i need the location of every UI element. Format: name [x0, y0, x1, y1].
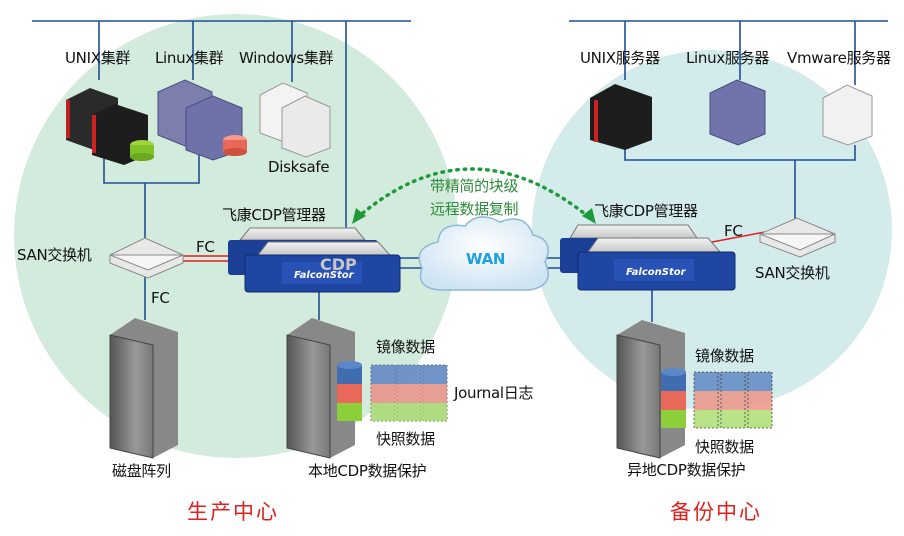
backup-san-switch-icon — [759, 217, 836, 258]
appliance-brand-text-left: FalconStor — [294, 270, 355, 281]
production-cdp-manager-label: 飞康CDP管理器 — [222, 206, 326, 224]
unix-cluster-icon — [66, 88, 154, 165]
production-fc-link — [183, 255, 232, 262]
replication-arrow — [355, 167, 592, 220]
disk-array-rack-icon — [109, 318, 178, 459]
backup-cdp-manager-label: 飞康CDP管理器 — [594, 202, 698, 220]
unix-server-label: UNIX服务器 — [580, 49, 660, 67]
remote-snapshot-label: 快照数据 — [695, 438, 754, 456]
arrowhead-left-icon — [352, 208, 366, 224]
replication-label-line2: 远程数据复制 — [430, 200, 519, 218]
local-snapshot-label: 快照数据 — [376, 430, 435, 448]
local-mirror-label: 镜像数据 — [376, 338, 435, 356]
linux-cluster-icon — [157, 79, 247, 161]
replication-label-line1: 带精简的块级 — [430, 177, 519, 195]
journal-label: Journal日志 — [454, 384, 534, 402]
local-protection-label: 本地CDP数据保护 — [308, 462, 427, 480]
production-cdp-appliance-icon — [228, 227, 401, 293]
windows-cluster-disksafe-icon — [259, 82, 331, 158]
production-site-title: 生产中心 — [187, 500, 279, 524]
disk-array-label: 磁盘阵列 — [112, 462, 171, 480]
disksafe-label: Disksafe — [268, 158, 330, 176]
backup-site-title: 备份中心 — [670, 500, 762, 524]
arrowhead-right-icon — [582, 208, 596, 224]
windows-cluster-label: Windows集群 — [239, 49, 334, 67]
backup-fc-label: FC — [724, 222, 743, 240]
linux-server-icon — [709, 79, 766, 146]
production-fc-label-2: FC — [151, 289, 170, 307]
vmware-server-icon — [822, 84, 873, 146]
local-data-cylinders-icon — [337, 361, 448, 422]
remote-protection-label: 异地CDP数据保护 — [627, 461, 746, 479]
remote-mirror-label: 镜像数据 — [695, 347, 754, 365]
local-cdp-storage-rack-icon — [286, 318, 355, 459]
unix-server-icon — [590, 84, 652, 150]
backup-cdp-appliance-icon — [560, 224, 736, 291]
production-fc-label-1: FC — [196, 238, 215, 256]
linux-cluster-label: Linux集群 — [155, 49, 224, 67]
wan-cloud-icon — [418, 216, 549, 291]
backup-san-switch-label: SAN交换机 — [755, 264, 830, 282]
remote-data-cylinders-icon — [661, 368, 773, 429]
production-san-switch-icon — [109, 237, 184, 279]
vmware-server-label: Vmware服务器 — [787, 49, 891, 67]
appliance-cdp-text: CDP — [320, 255, 357, 274]
wan-label: WAN — [466, 250, 506, 268]
appliance-brand-text-right: FalconStor — [626, 267, 687, 278]
backup-fc-link — [711, 231, 766, 243]
production-san-switch-label: SAN交换机 — [17, 246, 92, 264]
linux-server-label: Linux服务器 — [686, 49, 770, 67]
unix-cluster-label: UNIX集群 — [65, 49, 131, 67]
production-network-lines — [32, 20, 430, 320]
